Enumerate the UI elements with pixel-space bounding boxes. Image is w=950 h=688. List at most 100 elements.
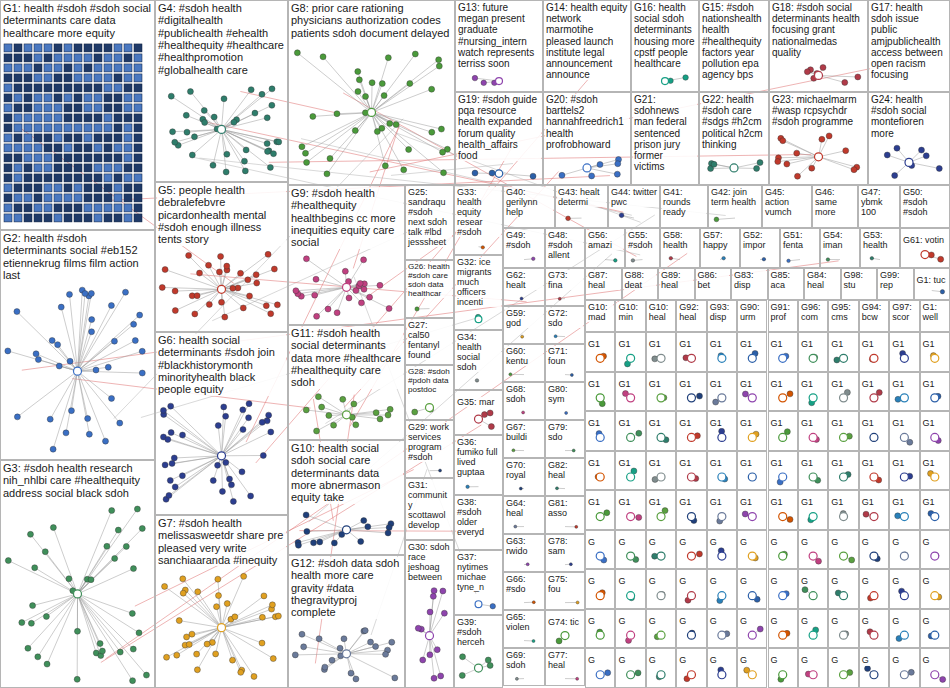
vertex-link — [22, 594, 78, 623]
vertex-dot — [136, 630, 142, 636]
vertex-dot — [569, 563, 572, 566]
group-label: G1 — [861, 379, 875, 389]
vertex-dot — [35, 654, 41, 660]
vertex-dot — [938, 256, 944, 262]
vertex-dot — [295, 542, 301, 548]
vertex-thumbnail — [64, 204, 72, 212]
group-box: G — [859, 609, 889, 649]
vertex-thumbnail — [74, 84, 82, 92]
group-label: G — [617, 655, 626, 665]
vertex-dot — [268, 429, 274, 435]
vertex-hub — [657, 354, 665, 362]
vertex-dot — [340, 396, 346, 402]
vertex-dot — [711, 161, 717, 167]
vertex-thumbnail — [74, 94, 82, 102]
group-label: G — [739, 655, 748, 665]
vertex-dot — [219, 488, 225, 494]
group-box: G1 — [768, 332, 798, 372]
group-box: G — [707, 569, 737, 609]
vertex-dot — [253, 272, 259, 278]
group-box: G94: bcw — [859, 300, 889, 332]
vertex-dot — [316, 636, 322, 642]
vertex-link — [716, 218, 735, 219]
group-box: G11: #sdoh health social determinants da… — [288, 325, 405, 440]
vertex-dot — [369, 80, 375, 86]
group-label: G69: sdoh — [505, 650, 543, 670]
vertex-dot — [49, 337, 55, 343]
group-label: G97: scor — [891, 302, 917, 322]
vertex-hub — [475, 664, 483, 672]
vertex-hub — [596, 592, 604, 600]
vertex-link — [47, 594, 77, 664]
vertex-dot — [722, 256, 726, 260]
vertex-dot — [5, 558, 11, 564]
vertex-thumbnail — [24, 194, 32, 202]
vertex-thumbnail — [114, 154, 122, 162]
vertex-link — [222, 605, 273, 628]
vertex-thumbnail — [114, 64, 122, 72]
vertex-link — [327, 112, 372, 173]
vertex-link — [185, 590, 221, 628]
vertex-dot — [487, 662, 493, 668]
vertex-dot — [488, 424, 494, 430]
vertex-dot — [167, 477, 173, 483]
vertex-hub — [662, 78, 669, 85]
vertex-thumbnail — [24, 204, 32, 212]
vertex-thumbnail — [14, 174, 22, 182]
vertex-hub — [931, 394, 939, 402]
group-box: G24: health #sdoh social montefioren mor… — [868, 92, 950, 185]
group-label: G1 — [770, 418, 784, 428]
group-box: G27: cal50 fentanyl found — [405, 318, 454, 365]
vertex-dot — [172, 139, 178, 145]
vertex-hub — [809, 433, 817, 441]
vertex-hub — [627, 473, 635, 481]
vertex-hub — [815, 71, 823, 79]
vertex-thumbnail — [124, 74, 132, 82]
vertex-dot — [264, 141, 270, 147]
vertex-thumbnail — [74, 104, 82, 112]
vertex-link — [909, 162, 939, 168]
vertex-thumbnail — [54, 64, 62, 72]
group-box: G64: heal — [503, 496, 545, 534]
vertex-dot — [189, 152, 195, 158]
group-box: G61: votin — [900, 228, 950, 268]
vertex-thumbnail — [124, 144, 132, 152]
vertex-link — [35, 568, 78, 594]
vertex-thumbnail — [84, 144, 92, 152]
vertex-dot — [132, 338, 138, 344]
vertex-dot — [303, 256, 309, 262]
vertex-link — [372, 66, 440, 112]
vertex-dot — [139, 348, 145, 354]
vertex-link — [52, 340, 77, 371]
vertex-link — [819, 157, 854, 170]
group-box: G28: #sdoh #pdoh data postdoc — [405, 365, 454, 420]
vertex-link — [306, 259, 346, 288]
vertex-thumbnail — [134, 214, 142, 222]
group-box: G39: #sdoh herceh — [454, 615, 503, 688]
vertex-link — [307, 112, 372, 162]
vertex-thumbnail — [4, 174, 12, 182]
vertex-link — [165, 270, 221, 290]
group-label: G — [861, 655, 870, 665]
vertex-thumbnail — [44, 174, 52, 182]
vertex-thumbnail — [114, 114, 122, 122]
vertex-thumbnail — [64, 54, 72, 62]
vertex-dot — [162, 267, 168, 273]
group-label: G — [800, 655, 809, 665]
vertex-dot — [415, 625, 421, 631]
vertex-dot — [180, 590, 186, 596]
vertex-dot — [381, 93, 387, 99]
vertex-link — [28, 594, 78, 648]
group-label: G — [770, 655, 779, 665]
group-label: G1 — [709, 339, 723, 349]
group-label: G84: heal — [806, 270, 839, 290]
vertex-dot — [50, 525, 56, 531]
vertex-thumbnail — [64, 44, 72, 52]
vertex-thumbnail — [14, 134, 22, 142]
vertex-thumbnail — [44, 104, 52, 112]
vertex-thumbnail — [134, 144, 142, 152]
group-label: G90: urm — [739, 302, 765, 322]
vertex-thumbnail — [114, 164, 122, 172]
vertex-dot — [271, 266, 277, 272]
group-box: G25: sandraqu #sdoh next sdoh talk #lbd … — [405, 185, 454, 260]
